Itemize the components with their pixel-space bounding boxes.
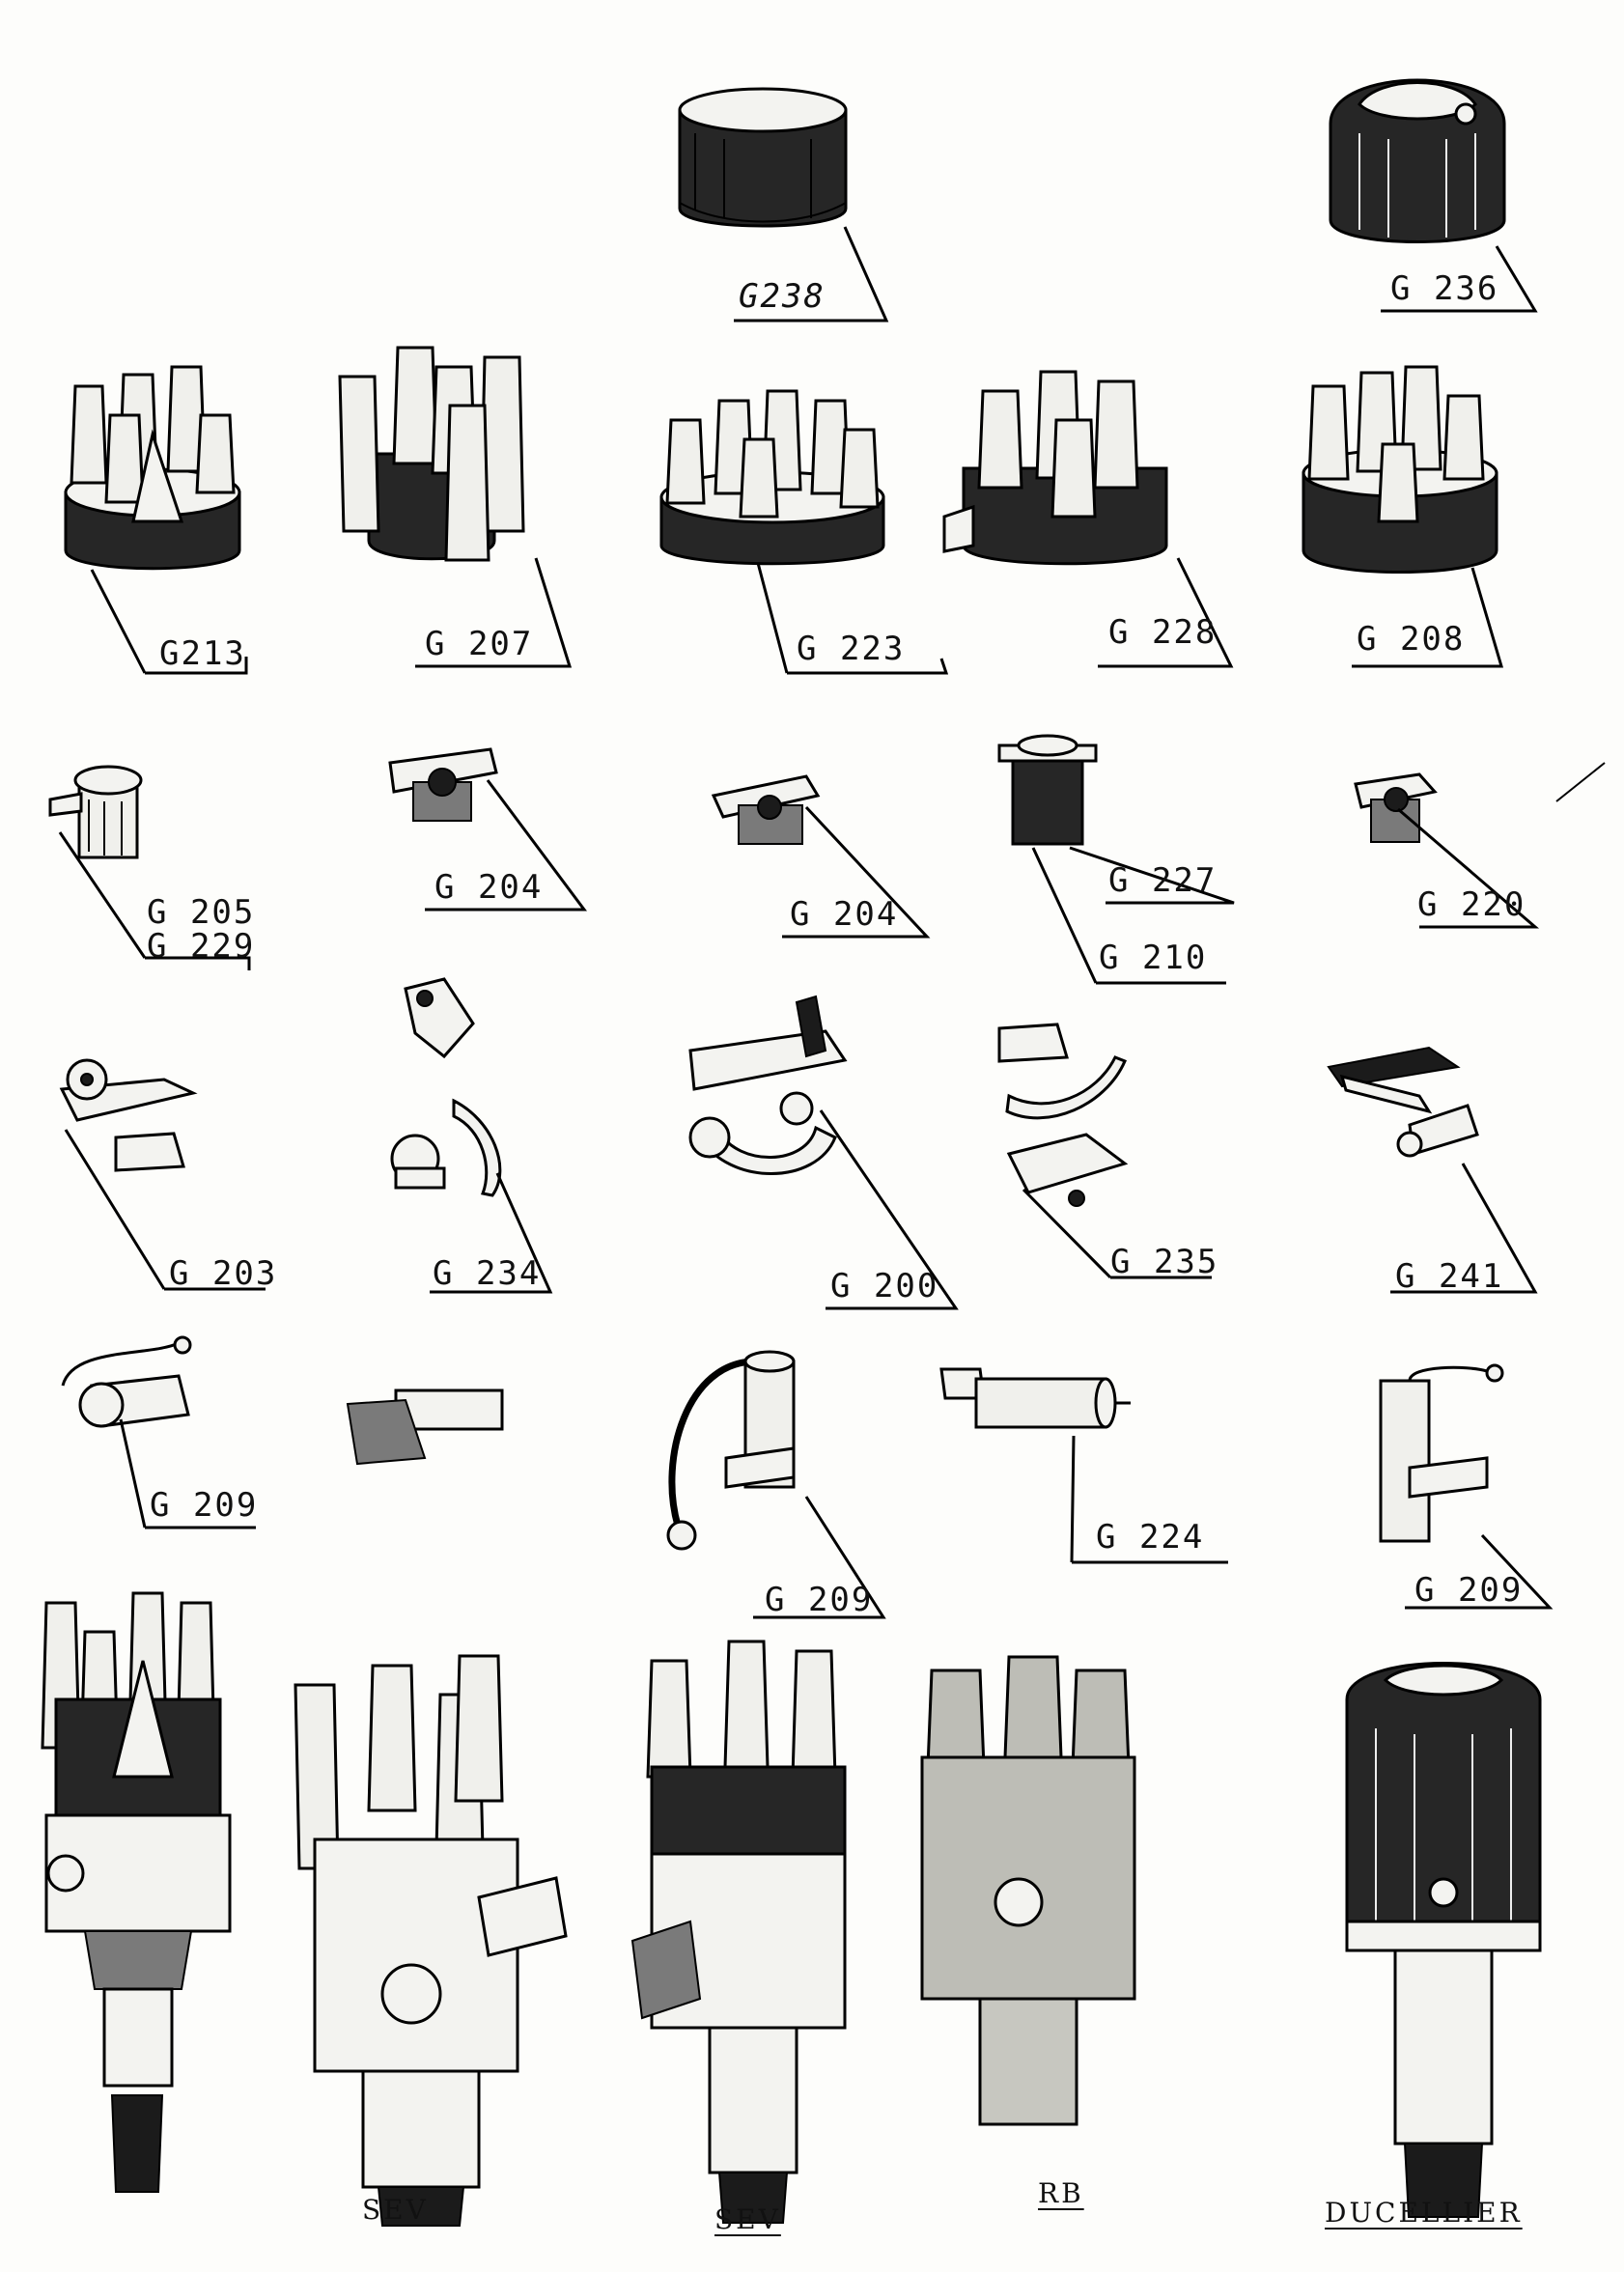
label-g213: G213 [159, 634, 246, 673]
condenser-g209-first-illustration [53, 1335, 208, 1444]
distributor-cap-g207-illustration [330, 338, 533, 570]
label-g235: G 235 [1110, 1243, 1219, 1281]
distributor-cap-g238-illustration [666, 75, 859, 239]
rotor-g204-illustration [384, 743, 500, 830]
label-g208: G 208 [1357, 620, 1466, 659]
label-g234: G 234 [433, 1254, 542, 1293]
distributor-assembly-ducellier-illustration [1328, 1641, 1559, 2221]
label-g227: G 227 [1108, 861, 1218, 900]
label-g220: G 220 [1417, 885, 1526, 924]
distributor-assembly-rb-illustration [912, 1651, 1144, 2134]
label-g205: G 205 [147, 893, 256, 932]
contact-set-g235-illustration [990, 1019, 1144, 1212]
rotor-g204-second-illustration [710, 772, 826, 850]
label-g209-third: G 209 [1414, 1571, 1524, 1610]
label-g229: G 229 [147, 927, 256, 966]
brand-caption-ducellier: DUCELLIER [1325, 2197, 1523, 2229]
distributor-cap-g213-illustration [56, 357, 249, 579]
contact-set-g241-illustration [1323, 1038, 1497, 1164]
contact-set-g203-illustration [58, 1051, 203, 1176]
distributor-cap-g228-illustration [942, 362, 1186, 575]
label-g200: G 200 [830, 1267, 939, 1305]
distributor-cap-g208-illustration [1294, 357, 1506, 589]
label-g241: G 241 [1395, 1257, 1504, 1296]
label-g207: G 207 [425, 625, 534, 663]
condenser-g209-second-illustration [649, 1342, 823, 1564]
label-g223: G 223 [797, 630, 906, 668]
brand-caption-rb: RB [1038, 2177, 1084, 2209]
distributor-assembly-sev-first-illustration [286, 1646, 568, 2227]
distributor-cap-g236-illustration [1321, 56, 1514, 259]
condenser-g224-illustration [939, 1360, 1134, 1446]
label-g204-second: G 204 [790, 895, 899, 934]
label-g209-first: G 209 [150, 1486, 259, 1525]
condenser-bracket-illustration [338, 1371, 512, 1468]
label-g228: G 228 [1108, 613, 1218, 652]
distributor-assembly-first-illustration [27, 1584, 249, 2202]
brand-caption-sev-second: SEV [714, 2203, 781, 2235]
label-g204-first: G 204 [434, 868, 544, 907]
label-g238: G238 [739, 277, 826, 316]
label-g209-second: G 209 [765, 1581, 874, 1619]
condenser-g209-third-illustration [1371, 1361, 1506, 1545]
label-g236: G 236 [1390, 269, 1499, 308]
label-g210: G 210 [1099, 939, 1208, 977]
brand-caption-sev-first: SEV [362, 2194, 429, 2226]
contact-set-g200-illustration [681, 993, 854, 1205]
distributor-cap-g223-illustration [652, 381, 893, 575]
rotor-g205-illustration [48, 751, 166, 867]
label-g224: G 224 [1096, 1518, 1205, 1557]
contact-set-g234-illustration [386, 975, 521, 1197]
label-g203: G 203 [169, 1254, 278, 1293]
rotor-g227-illustration [997, 732, 1098, 848]
distributor-assembly-sev-second-illustration [630, 1632, 864, 2230]
rotor-g220-illustration [1352, 771, 1439, 848]
